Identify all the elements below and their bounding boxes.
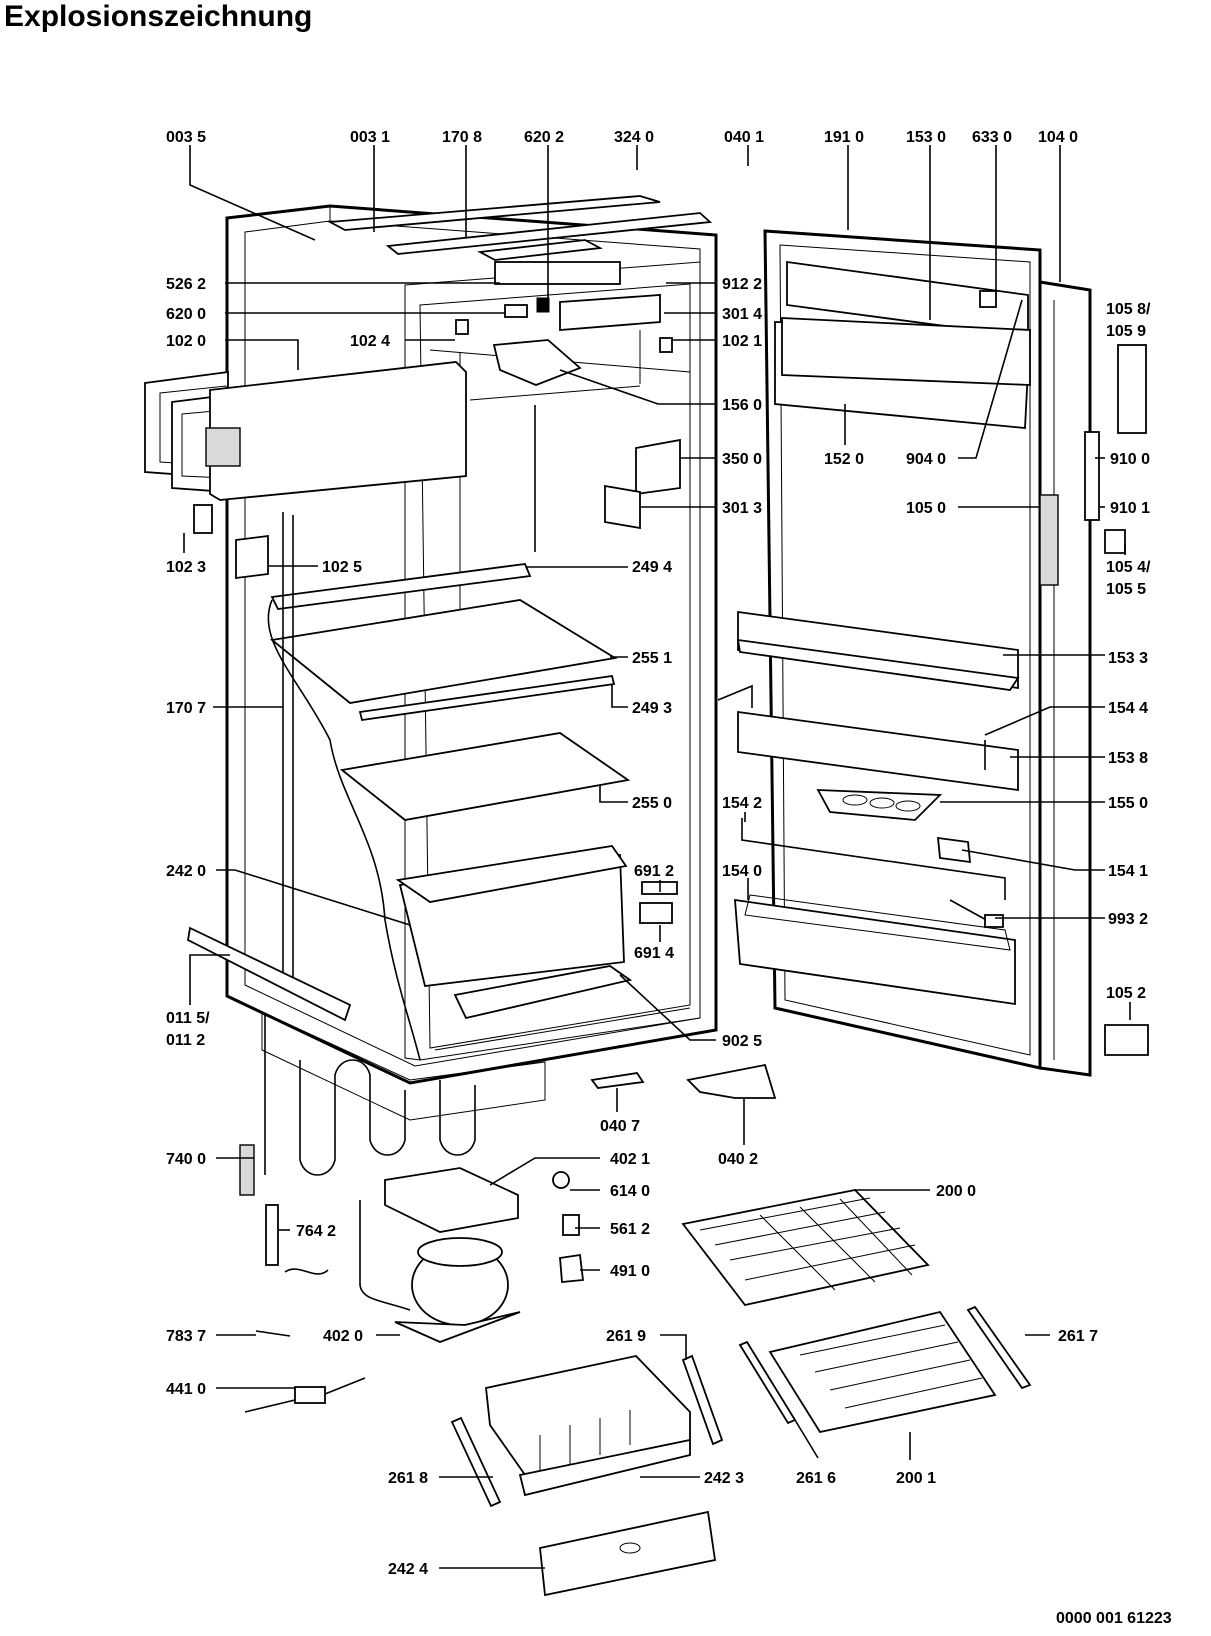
label-102-0: 102 0 (166, 333, 206, 350)
label-402-1: 402 1 (610, 1151, 650, 1168)
label-003-5: 003 5 (166, 129, 206, 146)
label-350-0: 350 0 (722, 451, 762, 468)
label-105-4: 105 4/ (1106, 559, 1151, 576)
label-105-0: 105 0 (906, 500, 946, 517)
label-904-0: 904 0 (906, 451, 946, 468)
label-633-0: 633 0 (972, 129, 1012, 146)
label-040-2: 040 2 (718, 1151, 758, 1168)
label-105-2: 105 2 (1106, 985, 1146, 1002)
label-912-2: 912 2 (722, 276, 762, 293)
label-156-0: 156 0 (722, 397, 762, 414)
label-261-8: 261 8 (388, 1470, 428, 1487)
drawers-shelves (450, 1189, 1032, 1597)
label-910-1: 910 1 (1110, 500, 1150, 517)
label-105-5: 105 5 (1106, 581, 1146, 598)
label-102-1: 102 1 (722, 333, 762, 350)
label-102-3: 102 3 (166, 559, 206, 576)
condenser-compressor (239, 1011, 777, 1413)
interior-parts (187, 294, 681, 1061)
label-255-1: 255 1 (632, 650, 672, 667)
label-402-0: 402 0 (323, 1328, 363, 1345)
label-104-0: 104 0 (1038, 129, 1078, 146)
label-242-0: 242 0 (166, 863, 206, 880)
label-154-2: 154 2 (722, 795, 762, 812)
page-title: Explosionszeichnung (4, 0, 313, 33)
label-764-2: 764 2 (296, 1223, 336, 1240)
label-261-7: 261 7 (1058, 1328, 1098, 1345)
part-labels: 003 5 003 1 170 8 620 2 324 0 040 1 191 … (166, 129, 1151, 1578)
label-154-4: 154 4 (1108, 700, 1148, 717)
label-170-8: 170 8 (442, 129, 482, 146)
label-691-4: 691 4 (634, 945, 674, 962)
fridge-door (717, 229, 1149, 1077)
label-249-4: 249 4 (632, 559, 672, 576)
label-170-7: 170 7 (166, 700, 206, 717)
label-910-0: 910 0 (1110, 451, 1150, 468)
label-242-3: 242 3 (704, 1470, 744, 1487)
label-993-2: 993 2 (1108, 911, 1148, 928)
label-740-0: 740 0 (166, 1151, 206, 1168)
label-249-3: 249 3 (632, 700, 672, 717)
freezer-door (144, 361, 467, 580)
label-102-4: 102 4 (350, 333, 390, 350)
label-155-0: 155 0 (1108, 795, 1148, 812)
label-154-0: 154 0 (722, 863, 762, 880)
label-301-3: 301 3 (722, 500, 762, 517)
label-153-3: 153 3 (1108, 650, 1148, 667)
label-040-1: 040 1 (724, 129, 764, 146)
label-154-1: 154 1 (1108, 863, 1148, 880)
leader-lines (183, 145, 1131, 1569)
label-561-2: 561 2 (610, 1221, 650, 1238)
label-526-2: 526 2 (166, 276, 206, 293)
label-261-9: 261 9 (606, 1328, 646, 1345)
label-301-4: 301 4 (722, 306, 762, 323)
label-491-0: 491 0 (610, 1263, 650, 1280)
label-152-0: 152 0 (824, 451, 864, 468)
label-040-7: 040 7 (600, 1118, 640, 1135)
label-191-0: 191 0 (824, 129, 864, 146)
label-783-7: 783 7 (166, 1328, 206, 1345)
label-011-5: 011 5/ (166, 1010, 210, 1027)
label-620-2: 620 2 (524, 129, 564, 146)
label-153-0: 153 0 (906, 129, 946, 146)
label-105-8: 105 8/ (1106, 301, 1151, 318)
document-number: 0000 001 61223 (1056, 1610, 1172, 1627)
label-105-9: 105 9 (1106, 323, 1146, 340)
label-620-0: 620 0 (166, 306, 206, 323)
label-255-0: 255 0 (632, 795, 672, 812)
label-153-8: 153 8 (1108, 750, 1148, 767)
label-200-0: 200 0 (936, 1183, 976, 1200)
label-902-5: 902 5 (722, 1033, 762, 1050)
label-261-6: 261 6 (796, 1470, 836, 1487)
label-242-4: 242 4 (388, 1561, 428, 1578)
label-441-0: 441 0 (166, 1381, 206, 1398)
label-691-2: 691 2 (634, 863, 674, 880)
label-011-2: 011 2 (166, 1032, 205, 1049)
label-003-1: 003 1 (350, 129, 390, 146)
label-102-5: 102 5 (322, 559, 362, 576)
label-324-0: 324 0 (614, 129, 654, 146)
label-614-0: 614 0 (610, 1183, 650, 1200)
label-200-1: 200 1 (896, 1470, 936, 1487)
